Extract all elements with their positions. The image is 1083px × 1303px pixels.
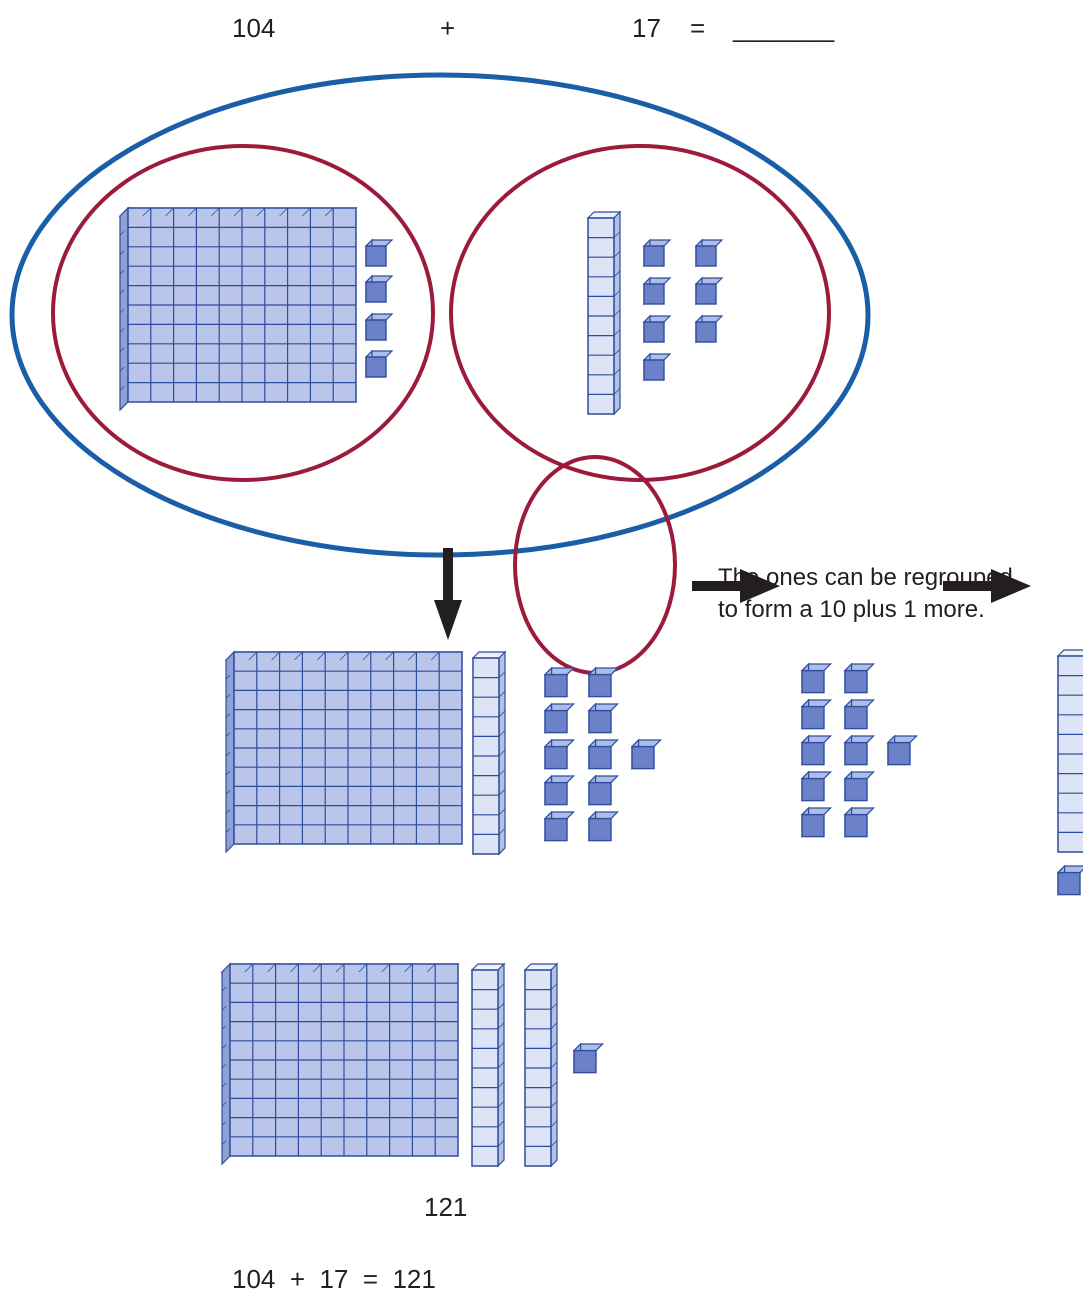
- unit-cube-icon: [843, 698, 876, 731]
- base-ten-rod-icon: [1056, 649, 1083, 853]
- unit-cube-icon: [587, 810, 620, 843]
- unit-cube-icon: [800, 698, 833, 731]
- unit-cube-icon: [364, 349, 394, 379]
- unit-cube-icon: [694, 238, 724, 268]
- unit-cube-icon: [800, 806, 833, 839]
- result-label: 121: [424, 1192, 468, 1222]
- unit-cube-icon: [800, 770, 833, 803]
- regroup-note-line-2: to form a 10 plus 1 more.: [718, 596, 985, 623]
- unit-cube-icon: [843, 662, 876, 695]
- unit-cube-icon: [543, 810, 576, 843]
- unit-cube-icon: [642, 352, 672, 382]
- unit-cube-icon: [587, 738, 620, 771]
- arrow-right-icon: [943, 569, 1031, 603]
- unit-cube-icon: [886, 734, 919, 767]
- unit-cube-icon: [642, 314, 672, 344]
- unit-cube-icon: [630, 738, 663, 771]
- outer-group-circle: [9, 72, 871, 558]
- unit-cube-icon: [587, 774, 620, 807]
- ones-regroup-circle: [513, 455, 677, 675]
- unit-cube-icon: [694, 276, 724, 306]
- base-ten-rod-icon: [471, 650, 507, 856]
- top-plus-sign: +: [440, 13, 456, 43]
- top-addend-1: 104: [232, 13, 276, 43]
- unit-cube-icon: [587, 702, 620, 735]
- base-ten-rod-icon: [470, 962, 506, 1168]
- regroup-note-line-1: The ones can be regrouped: [718, 564, 1013, 591]
- unit-cube-icon: [364, 312, 394, 342]
- base-ten-blocks: [118, 206, 1083, 1168]
- unit-cube-icon: [642, 238, 672, 268]
- unit-cube-icon: [843, 770, 876, 803]
- unit-cube-icon: [572, 1042, 605, 1075]
- unit-cube-icon: [843, 806, 876, 839]
- unit-cube-icon: [843, 734, 876, 767]
- base-ten-flat-icon: [118, 206, 358, 412]
- base-ten-rod-icon: [523, 962, 559, 1168]
- unit-cube-icon: [694, 314, 724, 344]
- answer-blank: _______: [733, 13, 835, 43]
- top-addend-2: 17: [632, 13, 661, 43]
- unit-cube-icon: [1056, 864, 1083, 897]
- first-addend-circle: [51, 144, 435, 482]
- unit-cube-icon: [543, 666, 576, 699]
- unit-cube-icon: [642, 276, 672, 306]
- unit-cube-icon: [364, 238, 394, 268]
- unit-cube-icon: [800, 662, 833, 695]
- unit-cube-icon: [364, 274, 394, 304]
- base-ten-rod-icon: [586, 210, 622, 416]
- unit-cube-icon: [800, 734, 833, 767]
- arrow-down-icon: [434, 548, 462, 640]
- unit-cube-icon: [587, 666, 620, 699]
- base-ten-flat-icon: [220, 962, 460, 1166]
- final-equation: 104 + 17 = 121: [232, 1264, 436, 1294]
- unit-cube-icon: [543, 738, 576, 771]
- top-equals-sign: =: [690, 13, 706, 43]
- second-addend-circle: [449, 144, 831, 482]
- unit-cube-icon: [543, 702, 576, 735]
- unit-cube-icon: [543, 774, 576, 807]
- arrow-right-icon: [692, 569, 780, 603]
- base-ten-flat-icon: [224, 650, 464, 854]
